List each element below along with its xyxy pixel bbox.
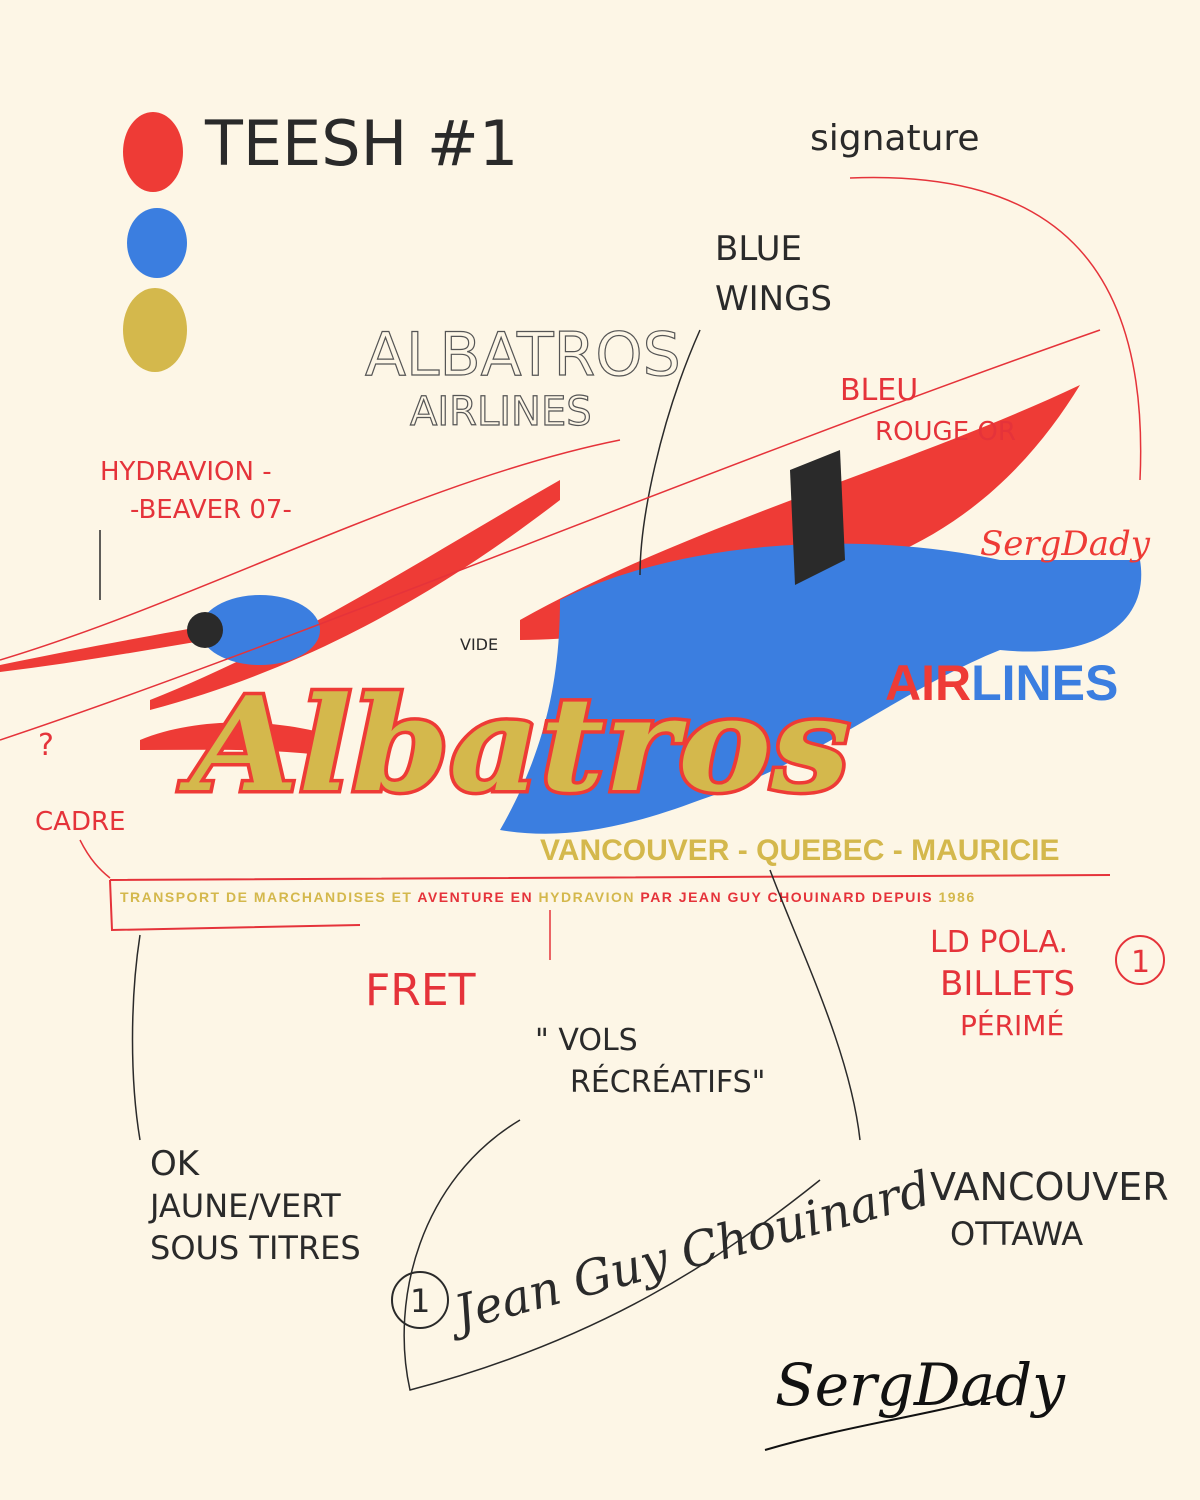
note-ok-2: JAUNE/VERT bbox=[148, 1187, 341, 1225]
note-hydravion-1: HYDRAVION - bbox=[100, 457, 272, 487]
swatch-red bbox=[123, 112, 183, 192]
logo-airlines: AIRLINES bbox=[885, 655, 1118, 711]
sketch-lines bbox=[0, 176, 1142, 1141]
client-signature: Jean Guy Chouinard bbox=[440, 1161, 937, 1344]
note-sketch-title-1: ALBATROS bbox=[365, 320, 681, 390]
note-ok-1: OK bbox=[150, 1144, 201, 1184]
frame-sketch bbox=[109, 874, 1111, 932]
note-cities-1: VANCOUVER bbox=[930, 1165, 1169, 1209]
artist-signature-underline bbox=[764, 1394, 1001, 1451]
black-tail bbox=[790, 450, 845, 585]
blue-swoosh bbox=[500, 543, 1142, 834]
note-cities-2: OTTAWA bbox=[950, 1215, 1083, 1253]
note-cadre: CADRE bbox=[35, 807, 125, 837]
logo-airlines-air: AIR bbox=[885, 655, 971, 711]
swatch-gold bbox=[123, 288, 187, 372]
note-pola-1: LD POLA. bbox=[930, 925, 1068, 960]
circle-one-red bbox=[1115, 935, 1165, 985]
note-circle-one: 1 bbox=[1131, 945, 1150, 980]
note-blue-wings-1: BLUE bbox=[715, 229, 802, 269]
note-pola-3: PÉRIMÉ bbox=[960, 1008, 1064, 1042]
tagline-part-a: TRANSPORT DE MARCHANDISES ET bbox=[120, 889, 417, 905]
logo-route: VANCOUVER - QUEBEC - MAURICIE bbox=[540, 834, 1059, 867]
swatch-blue bbox=[127, 208, 187, 278]
client-signature-loop bbox=[403, 1119, 821, 1391]
logo-tagline: TRANSPORT DE MARCHANDISES ET AVENTURE EN… bbox=[120, 889, 976, 905]
note-blue-wings-2: WINGS bbox=[715, 279, 832, 319]
artist-signature: SergDady bbox=[775, 1351, 1066, 1419]
note-ok-3: SOUS TITRES bbox=[150, 1229, 361, 1267]
note-question: ? bbox=[38, 728, 54, 763]
logo-airlines-lines: LINES bbox=[971, 655, 1118, 711]
note-circle-one-b: 1 bbox=[410, 1282, 430, 1320]
tagline-part-c: HYDRAVION bbox=[539, 889, 641, 905]
note-pola-2: BILLETS bbox=[940, 964, 1075, 1004]
note-vols-1: " VOLS bbox=[535, 1023, 638, 1058]
note-colors-1: BLEU bbox=[840, 373, 918, 408]
logo-brand-tag: SergDady bbox=[980, 524, 1151, 564]
note-colors-2: ROUGE OR bbox=[875, 417, 1016, 447]
circle-one-pencil bbox=[391, 1271, 449, 1329]
tagline-year: 1986 bbox=[938, 889, 975, 905]
tagline-part-b: AVENTURE EN bbox=[417, 889, 538, 905]
note-vols-2: RÉCRÉATIFS" bbox=[570, 1064, 765, 1100]
plane-illustration bbox=[0, 480, 560, 755]
note-title: TEESH #1 bbox=[204, 107, 518, 180]
note-signature: signature bbox=[810, 118, 980, 159]
note-sketch-title-2: AIRLINES bbox=[410, 389, 592, 435]
note-vide: VIDE bbox=[460, 635, 498, 654]
logo-name: Albatros bbox=[178, 668, 850, 821]
tagline-part-d: PAR JEAN GUY CHOUINARD DEPUIS bbox=[640, 889, 938, 905]
note-fret: FRET bbox=[365, 965, 476, 1016]
note-hydravion-2: -BEAVER 07- bbox=[130, 495, 292, 525]
